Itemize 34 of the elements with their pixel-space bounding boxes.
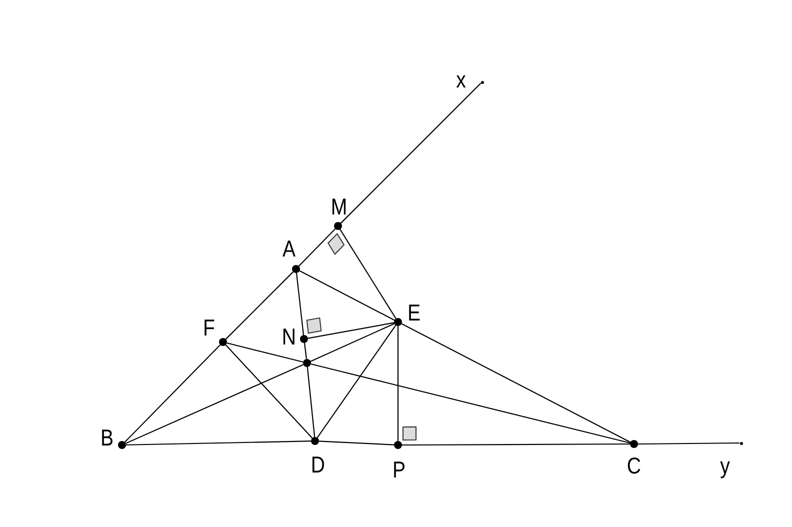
point-label: P (392, 458, 406, 482)
line-segment (638, 442, 740, 445)
line-segment (225, 344, 313, 438)
point-label: N (282, 326, 296, 348)
line-segment (304, 342, 308, 360)
line-segment (306, 366, 316, 438)
point-label: x (456, 68, 466, 92)
point-dot (303, 359, 311, 367)
point-label: F (203, 316, 215, 340)
line-segment (126, 440, 312, 446)
line-segment (299, 270, 395, 321)
line-segment (298, 228, 336, 266)
line-segment (226, 342, 304, 363)
point-label: A (282, 238, 296, 260)
line-segment (125, 364, 304, 444)
point-label: E (407, 302, 421, 324)
line-segment (316, 324, 396, 438)
point-label: M (330, 196, 348, 218)
line-segment (402, 443, 630, 446)
line-segment (310, 363, 630, 444)
line-segment (401, 323, 631, 443)
line-segment (340, 82, 482, 224)
point-label: C (626, 454, 642, 478)
point-label: y (720, 454, 730, 478)
line-segment (296, 272, 304, 336)
point-label: B (100, 426, 114, 450)
line-segment (310, 323, 395, 362)
point-label: D (310, 454, 326, 476)
line-segment (225, 271, 294, 340)
line-segment (318, 440, 394, 446)
line-segment (397, 326, 399, 441)
line-segment (340, 229, 396, 319)
line-segment (124, 344, 221, 442)
line-segment (308, 322, 394, 339)
